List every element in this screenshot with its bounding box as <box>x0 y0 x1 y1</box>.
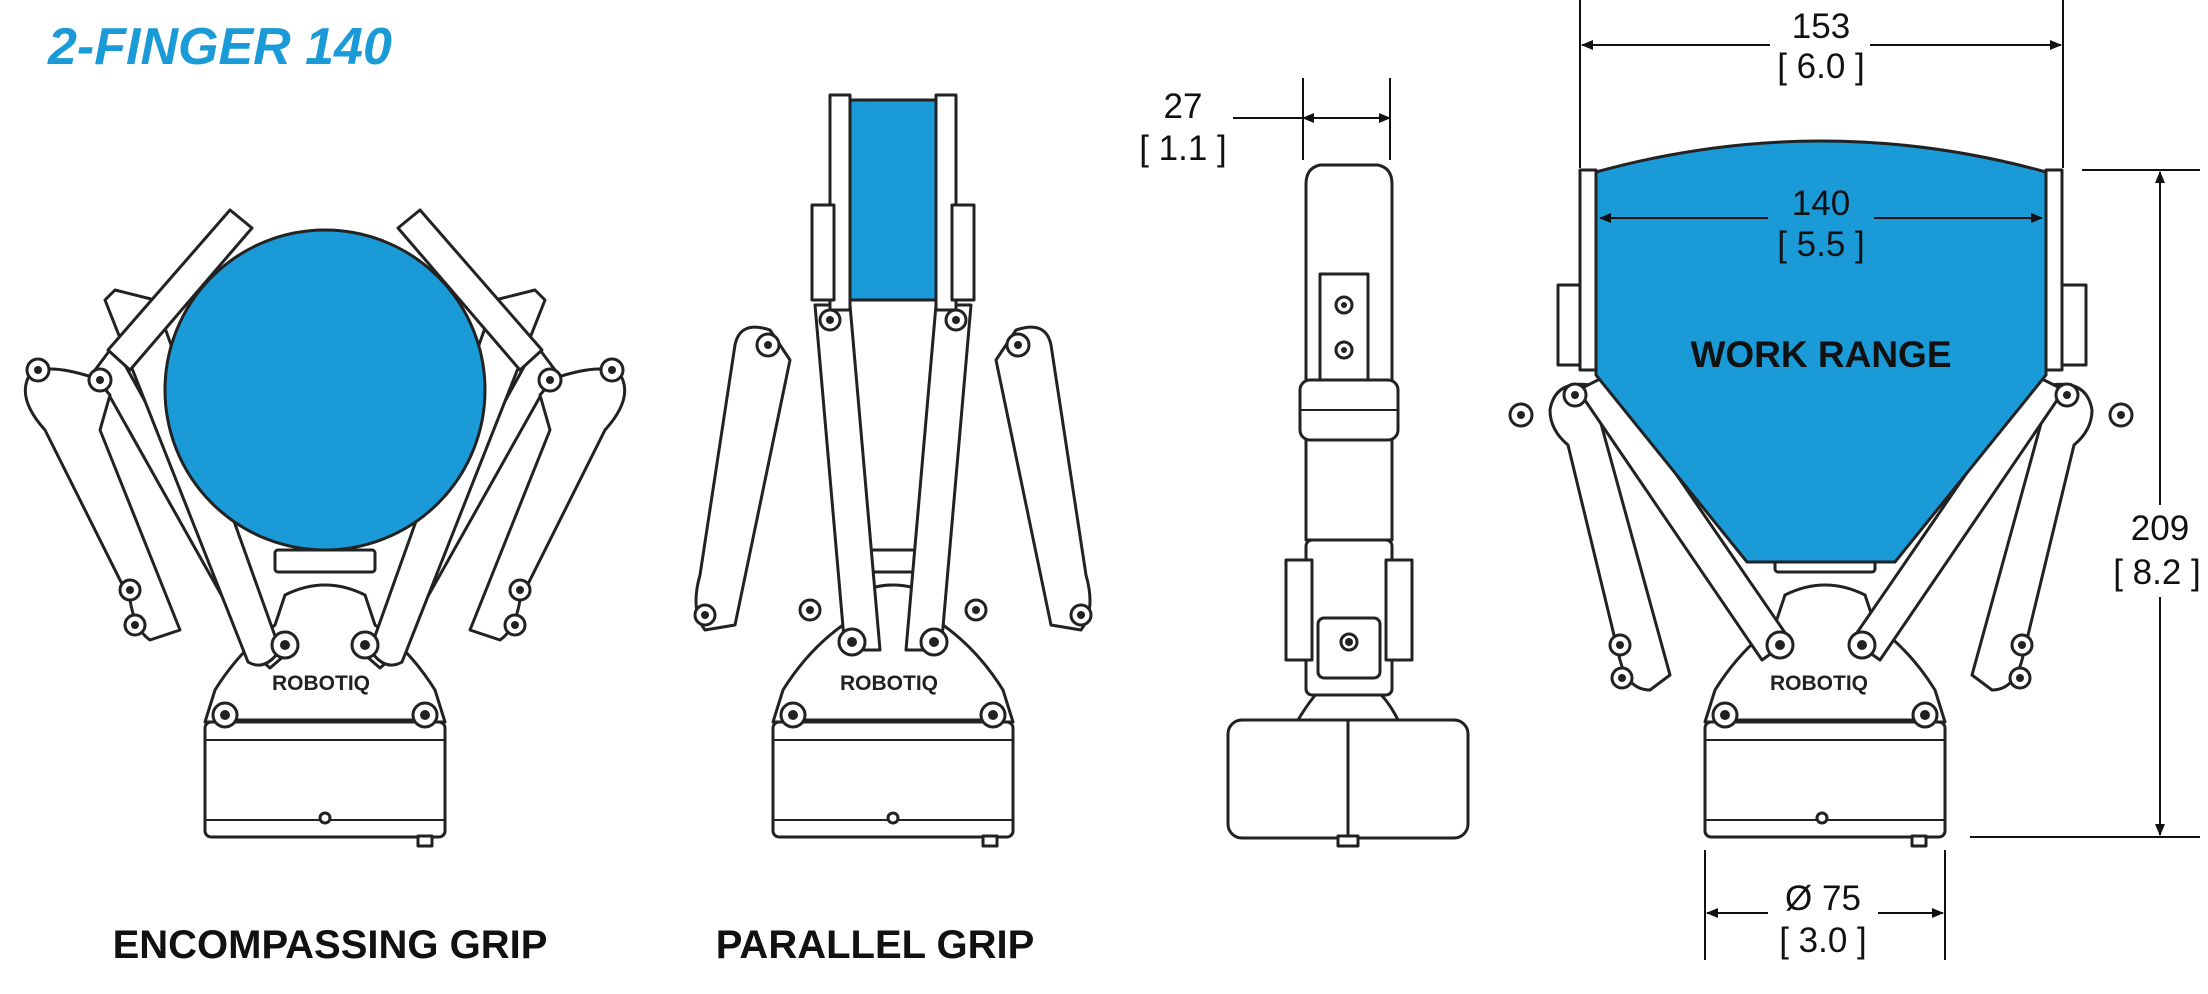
joint-pins <box>1508 382 2134 729</box>
brand-logo: ROBOTIQ <box>840 672 938 695</box>
base-diameter-mm-label: Ø 75 <box>1785 879 1861 918</box>
stroke-mm-label: 140 <box>1792 184 1850 223</box>
gripped-sphere <box>163 228 487 552</box>
work-range-label: WORK RANGE <box>1690 334 1951 375</box>
gripped-part <box>848 98 938 302</box>
caption-encompassing: ENCOMPASSING GRIP <box>113 923 548 967</box>
caption-parallel: PARALLEL GRIP <box>716 923 1035 967</box>
gripper-body <box>203 583 447 724</box>
work-range-view: WORK RANGE ROBOTIQ 153 [ 6.0 ] 140 [ 5. <box>1508 0 2206 960</box>
outer-width-mm-label: 153 <box>1792 7 1850 46</box>
brand-logo: ROBOTIQ <box>1770 672 1868 695</box>
side-view: 27 [ 1.1 ] <box>1139 78 1470 848</box>
outer-width-in-label: [ 6.0 ] <box>1777 47 1865 86</box>
height-mm-label: 209 <box>2131 509 2189 548</box>
joint-pins <box>693 308 1093 729</box>
encompassing-grip-view: ROBOTIQ ENCOMPASSING GRIP <box>23 208 627 967</box>
depth-in-label: [ 1.1 ] <box>1139 129 1227 168</box>
diagram-title: 2-FINGER 140 <box>47 18 392 76</box>
depth-mm-label: 27 <box>1164 87 1203 126</box>
parallel-grip-view: ROBOTIQ PARALLEL GRIP <box>693 93 1093 967</box>
brand-logo: ROBOTIQ <box>272 672 370 695</box>
height-in-label: [ 8.2 ] <box>2113 553 2201 592</box>
work-range-area <box>1594 139 2048 564</box>
base-diameter-in-label: [ 3.0 ] <box>1779 921 1867 960</box>
stroke-in-label: [ 5.5 ] <box>1777 225 1865 264</box>
joint-pins <box>25 357 625 729</box>
